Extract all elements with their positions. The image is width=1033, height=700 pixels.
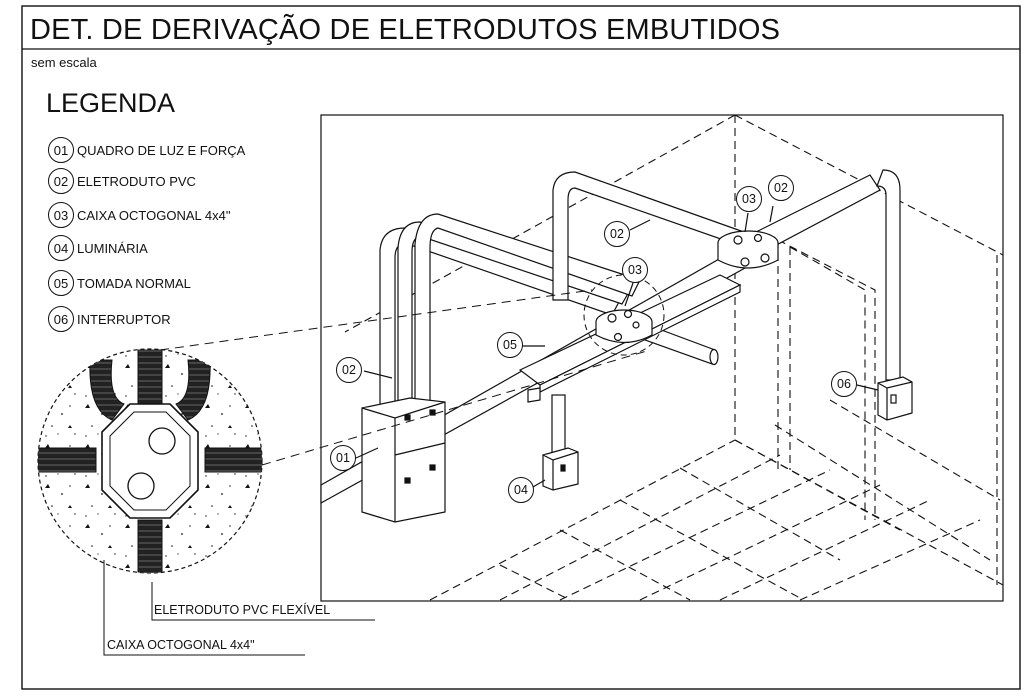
tag-03-center: 03 xyxy=(622,257,648,283)
room-dashed-lines xyxy=(344,114,1004,601)
legend-number: 06 xyxy=(48,306,74,332)
tag-01: 01 xyxy=(330,445,356,471)
drawing-title: DET. DE DERIVAÇÃO DE ELETRODUTOS EMBUTID… xyxy=(30,14,781,46)
octagonal-box-callout: CAIXA OCTOGONAL 4x4" xyxy=(107,638,255,652)
tag-03-right: 03 xyxy=(736,186,762,212)
legend-number: 03 xyxy=(48,202,74,228)
detail-highlight-circle xyxy=(583,274,665,356)
legend-number: 01 xyxy=(48,137,74,163)
tag-markers xyxy=(355,205,879,488)
legend-number: 04 xyxy=(48,235,74,261)
tag-05: 05 xyxy=(497,332,523,358)
tag-02-right: 02 xyxy=(768,175,794,201)
tag-06: 06 xyxy=(831,371,857,397)
octagonal-box-03-center xyxy=(595,309,653,344)
flex-conduit-callout: ELETRODUTO PVC FLEXÍVEL xyxy=(154,603,331,617)
detail-projection-lines xyxy=(159,289,651,466)
legend-item-04: 04 LUMINÁRIA xyxy=(48,235,148,261)
legend-label: QUADRO DE LUZ E FORÇA xyxy=(77,142,246,158)
legend-item-06: 06 INTERRUPTOR xyxy=(48,306,171,332)
legend-number: 05 xyxy=(48,270,74,296)
scale-note: sem escala xyxy=(31,55,97,70)
switch-box-06 xyxy=(877,376,913,421)
legend-label: INTERRUPTOR xyxy=(77,311,171,327)
legend-label: CAIXA OCTOGONAL 4x4" xyxy=(77,207,231,223)
luminaire-box-04 xyxy=(542,447,579,491)
drawing-frame xyxy=(320,114,1004,602)
legend-label: TOMADA NORMAL xyxy=(77,275,191,291)
tag-02-mid: 02 xyxy=(604,221,630,247)
tag-04: 04 xyxy=(508,477,534,503)
legend-item-05: 05 TOMADA NORMAL xyxy=(48,270,191,296)
sheet-border xyxy=(21,5,1021,690)
tag-02-left: 02 xyxy=(336,357,362,383)
octagonal-box-03-right xyxy=(717,230,779,269)
legend-item-03: 03 CAIXA OCTOGONAL 4x4" xyxy=(48,202,230,228)
legend-heading: LEGENDA xyxy=(46,88,176,118)
legend-item-01: 01 QUADRO DE LUZ E FORÇA xyxy=(48,137,245,163)
panel-box-01 xyxy=(361,397,446,523)
enlarged-detail xyxy=(37,348,375,656)
legend-item-02: 02 ELETRODUTO PVC xyxy=(48,168,196,194)
legend-number: 02 xyxy=(48,168,74,194)
legend-label: LUMINÁRIA xyxy=(77,240,148,256)
legend-label: ELETRODUTO PVC xyxy=(77,173,196,189)
